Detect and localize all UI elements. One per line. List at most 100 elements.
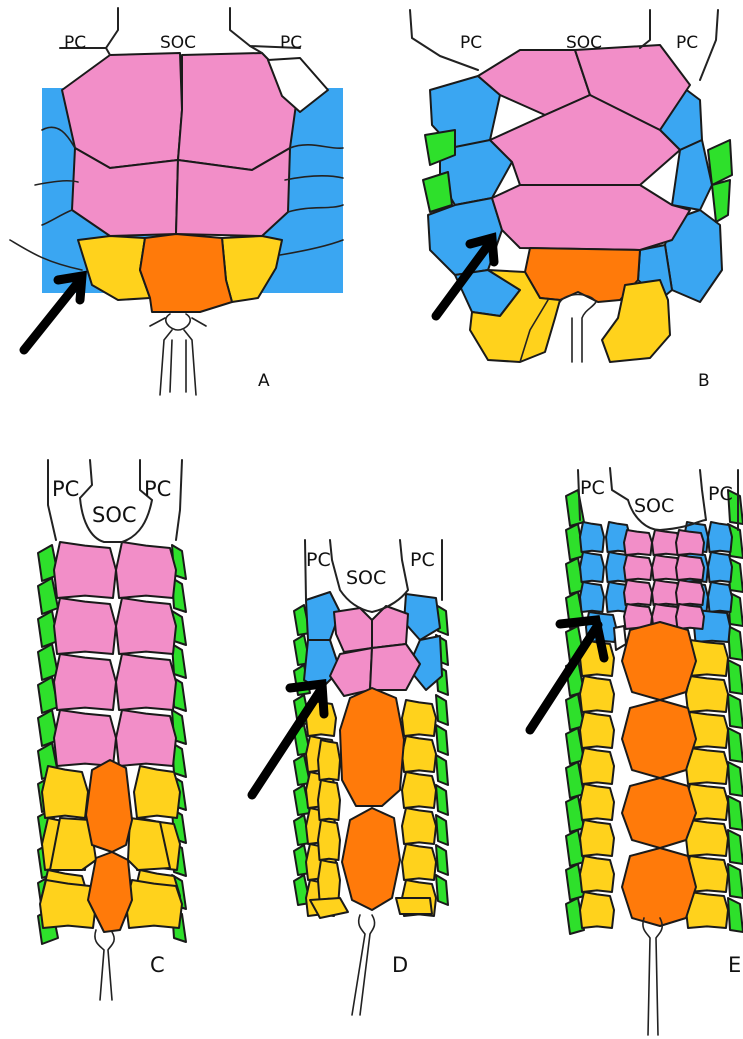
panel-e-yellow-scale	[580, 712, 614, 748]
panel-b-pink-scale	[492, 185, 690, 250]
panel-e-blue-scale	[580, 522, 604, 552]
panel-e-blue-scale	[708, 582, 732, 612]
panel-a-pc-right-label: PC	[280, 33, 302, 53]
panel-c-yellow-scale	[40, 880, 96, 928]
panel-d-blue-scale	[404, 594, 440, 640]
panel-c-pink-scale	[54, 654, 116, 710]
panel-e-green-scale	[728, 864, 743, 898]
panel-e	[566, 490, 743, 934]
panel-e-green-scale	[728, 830, 743, 864]
panel-c-pc-right-label: PC	[144, 477, 171, 501]
panel-e-yellow-scale	[580, 784, 614, 820]
panel-d-yellow-scale	[318, 740, 340, 780]
panel-e-soc-label: SOC	[634, 495, 674, 517]
panel-d-pink-scale	[370, 644, 420, 690]
panel-e-orange-scale	[622, 848, 696, 926]
panel-d-label: D	[392, 953, 408, 977]
panel-d-yellow-scale	[318, 820, 340, 860]
panel-c-pink-scale	[116, 598, 176, 654]
panel-b-green-scale	[423, 172, 452, 212]
panel-d-yellow-scale	[402, 808, 436, 844]
panel-d-pink-scale	[372, 606, 408, 648]
panel-a	[10, 8, 343, 395]
panel-d-pc-right-label: PC	[410, 549, 435, 571]
panel-c-pink-scale	[54, 598, 116, 654]
panel-c-soc-label: SOC	[92, 503, 137, 527]
panel-e-yellow-scale	[580, 892, 614, 928]
panel-e-pink-scale	[676, 555, 704, 580]
panel-e-green-scale	[728, 796, 743, 830]
panel-b-soc-label: SOC	[566, 33, 602, 53]
panel-e-pc-left-label: PC	[580, 477, 605, 499]
panel-e-yellow-scale	[686, 676, 728, 712]
panel-d-yellow-scale	[396, 898, 432, 914]
panel-c-pink-scale	[116, 542, 176, 598]
panel-d-yellow-scale	[318, 860, 340, 900]
panel-e-pink-scale	[624, 555, 652, 580]
panel-b-pc-left-label: PC	[460, 33, 482, 53]
panel-a-soc-label: SOC	[160, 33, 196, 53]
panel-c-yellow-scale	[134, 766, 180, 818]
panel-d-green-scale	[436, 815, 448, 845]
panel-e-pc-right-label: PC	[708, 483, 733, 505]
panel-e-pink-scale	[676, 580, 704, 605]
panel-c-orange-scale	[86, 760, 132, 852]
panel-d-green-scale	[436, 845, 448, 875]
panel-e-yellow-scale	[580, 820, 614, 856]
panel-e-green-scale	[728, 762, 743, 796]
panel-d-pink-scale	[330, 648, 372, 696]
panel-e-yellow-scale	[580, 676, 614, 712]
panel-d-green-scale	[436, 695, 448, 725]
panel-e-white-gap	[614, 626, 626, 650]
panel-d-pink-scale	[334, 608, 372, 652]
panel-c-label: C	[150, 953, 165, 977]
panel-c-pink-scale	[116, 654, 176, 710]
panel-e-green-scale	[728, 694, 743, 728]
panel-e-blue-scale	[708, 552, 732, 582]
panel-d-yellow-scale	[318, 780, 340, 820]
panel-a-pc-left-label: PC	[64, 33, 86, 53]
panel-b-green-scale	[712, 180, 730, 222]
panel-e-label: E	[728, 953, 741, 977]
panel-c-pc-left-label: PC	[52, 477, 79, 501]
panel-d-green-scale	[436, 725, 448, 755]
panel-e-blue-scale	[708, 522, 732, 552]
panel-c-pink-scale	[116, 710, 176, 766]
panel-c-yellow-scale	[126, 880, 182, 928]
panel-e-pink-scale	[624, 530, 652, 555]
panel-e-green-scale	[728, 728, 743, 762]
panel-e-pink-scale	[676, 604, 704, 629]
panel-d-green-scale	[436, 875, 448, 905]
panel-e-pink-scale	[624, 580, 652, 605]
panel-e-green-scale	[728, 898, 743, 932]
panel-d-green-scale	[436, 785, 448, 815]
panel-c-pink-scale	[54, 710, 116, 766]
panel-d-yellow-scale	[402, 700, 436, 736]
panel-e-pink-scale	[676, 530, 704, 555]
panel-b-label: B	[698, 371, 710, 391]
panel-d-soc-label: SOC	[346, 567, 386, 589]
panel-d-yellow-scale	[402, 736, 436, 772]
panel-c-pink-scale	[54, 542, 116, 598]
panel-d-pc-left-label: PC	[306, 549, 331, 571]
panel-b	[410, 10, 732, 362]
panel-d-orange-scale	[340, 688, 404, 806]
panel-e-blue-scale	[580, 552, 604, 582]
panel-b-green-scale	[708, 140, 732, 185]
panel-a-label: A	[258, 371, 270, 391]
panel-e-green-scale	[728, 660, 743, 694]
panel-e-yellow-scale	[580, 748, 614, 784]
panel-d-yellow-scale	[402, 772, 436, 808]
panel-e-orange-scale	[622, 622, 696, 700]
panel-e-yellow-scale	[580, 856, 614, 892]
panel-c-yellow-scale	[42, 766, 88, 818]
panel-d-yellow-scale	[402, 844, 436, 880]
panel-e-orange-scale	[622, 778, 696, 848]
panel-b-pc-right-label: PC	[676, 33, 698, 53]
panel-e-orange-scale	[622, 700, 696, 778]
panel-d-green-scale	[436, 755, 448, 785]
panel-e-blue-scale	[580, 582, 604, 612]
panel-a-orange-scale	[140, 234, 232, 312]
panel-d	[294, 592, 448, 918]
